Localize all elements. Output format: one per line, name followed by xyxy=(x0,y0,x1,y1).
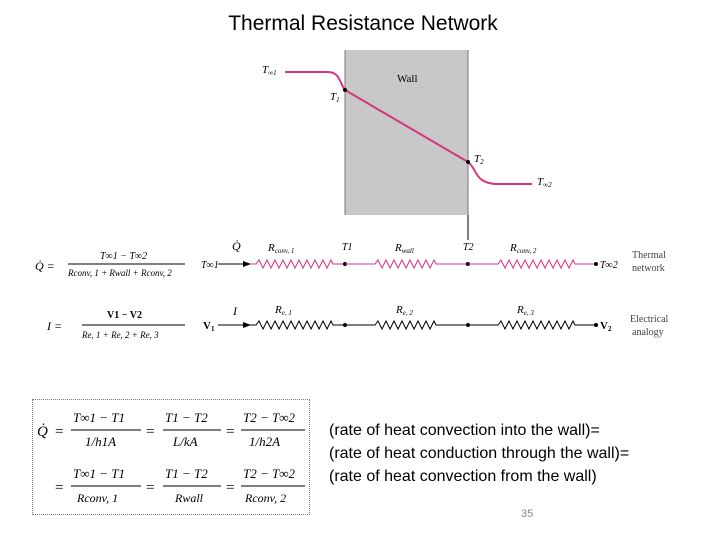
thermal-network-row: Q̇ = T∞1 − T∞2 Rconv, 1 + Rwall + Rconv,… xyxy=(35,239,666,278)
v1-label: V1 xyxy=(203,320,215,333)
eq-equals-5: = xyxy=(146,480,154,496)
thermal-formula-numerator: T∞1 − T∞2 xyxy=(100,251,147,262)
t1-point xyxy=(343,88,347,92)
eq-num-5: T1 − T2 xyxy=(165,466,208,481)
node-t-inf1: T∞1 xyxy=(201,260,219,271)
eq-num-3: T2 − T∞2 xyxy=(243,410,296,425)
eq-den-4: Rconv, 1 xyxy=(76,491,118,505)
t-inf1-label: T∞1 xyxy=(262,64,277,77)
r-conv1-label: Rconv, 1 xyxy=(267,242,294,255)
electrical-analogy-row: I = V1 − V2 Re, 1 + Re, 2 + Re, 3 V1 I R… xyxy=(46,304,669,340)
eq-den-6: Rconv, 2 xyxy=(244,491,286,505)
eq-num-4: T∞1 − T1 xyxy=(73,466,125,481)
resistor-wall xyxy=(345,258,468,270)
resistor-conv1 xyxy=(250,258,345,270)
explanation-line-2: (rate of heat conduction through the wal… xyxy=(329,445,630,462)
explanation-text: (rate of heat convection into the wall)=… xyxy=(329,419,709,488)
thermal-formula-denominator: Rconv, 1 + Rwall + Rconv, 2 xyxy=(67,268,172,278)
eq-equals-4: = xyxy=(55,480,63,496)
page-number: 35 xyxy=(521,508,534,520)
equation-box: Q̇ = T∞1 − T1 1/h1A = T1 − T2 L/kA = T2 … xyxy=(32,399,310,515)
eq-den-2: L/kA xyxy=(172,434,198,449)
eq-equals-2: = xyxy=(146,424,154,440)
r-e1-label: Re, 1 xyxy=(274,304,292,317)
electrical-formula-denominator: Re, 1 + Re, 2 + Re, 3 xyxy=(81,330,159,340)
resistor-e3 xyxy=(468,319,596,331)
eq-num-6: T2 − T∞2 xyxy=(243,466,296,481)
r-conv2-label: Rconv, 2 xyxy=(509,242,537,255)
eq-num-2: T1 − T2 xyxy=(165,410,208,425)
thermal-label-line1: Thermal xyxy=(632,250,666,261)
wall-label: Wall xyxy=(397,73,418,85)
resistor-e1 xyxy=(250,319,345,331)
electrical-formula-lhs: I = xyxy=(46,319,62,333)
electrical-formula-numerator: V1 − V2 xyxy=(107,310,142,321)
thermal-formula-lhs: Q̇ = xyxy=(35,259,55,273)
r-e2-label: Re, 2 xyxy=(395,304,413,317)
slide-title: Thermal Resistance Network xyxy=(228,12,498,35)
eq-q-dot: Q̇ xyxy=(37,424,48,440)
eq-den-3: 1/h2A xyxy=(249,434,280,449)
eq-den-5: Rwall xyxy=(174,491,204,505)
explanation-line-3: (rate of heat convection from the wall) xyxy=(329,468,597,485)
electrical-label-line2: analogy xyxy=(632,327,664,338)
r-wall-label: Rwall xyxy=(394,242,414,255)
q-dot-label: Q̇ xyxy=(232,239,241,253)
node-t2: T2 xyxy=(463,242,474,253)
current-label: I xyxy=(232,304,238,318)
resistor-e2 xyxy=(345,319,468,331)
eq-equals-1: = xyxy=(55,424,63,440)
t2-point xyxy=(466,160,470,164)
t-inf2-label: T∞2 xyxy=(537,176,552,189)
wall xyxy=(345,50,468,215)
explanation-line-1: (rate of heat convection into the wall)= xyxy=(329,422,600,439)
eq-equals-6: = xyxy=(226,480,234,496)
temperature-profile xyxy=(285,71,532,185)
eq-num-1: T∞1 − T1 xyxy=(73,410,125,425)
thermal-label-line2: network xyxy=(632,263,665,274)
t1-label: T1 xyxy=(330,91,340,104)
resistor-conv2 xyxy=(468,258,596,270)
electrical-label-line1: Electrical xyxy=(630,314,669,325)
node-t1: T1 xyxy=(342,242,353,253)
v2-label: V2 xyxy=(600,320,612,333)
node-t-inf2: T∞2 xyxy=(600,260,618,271)
r-e3-label: Re, 3 xyxy=(516,304,534,317)
eq-equals-3: = xyxy=(226,424,234,440)
eq-den-1: 1/h1A xyxy=(85,434,116,449)
t2-label: T2 xyxy=(474,153,484,166)
